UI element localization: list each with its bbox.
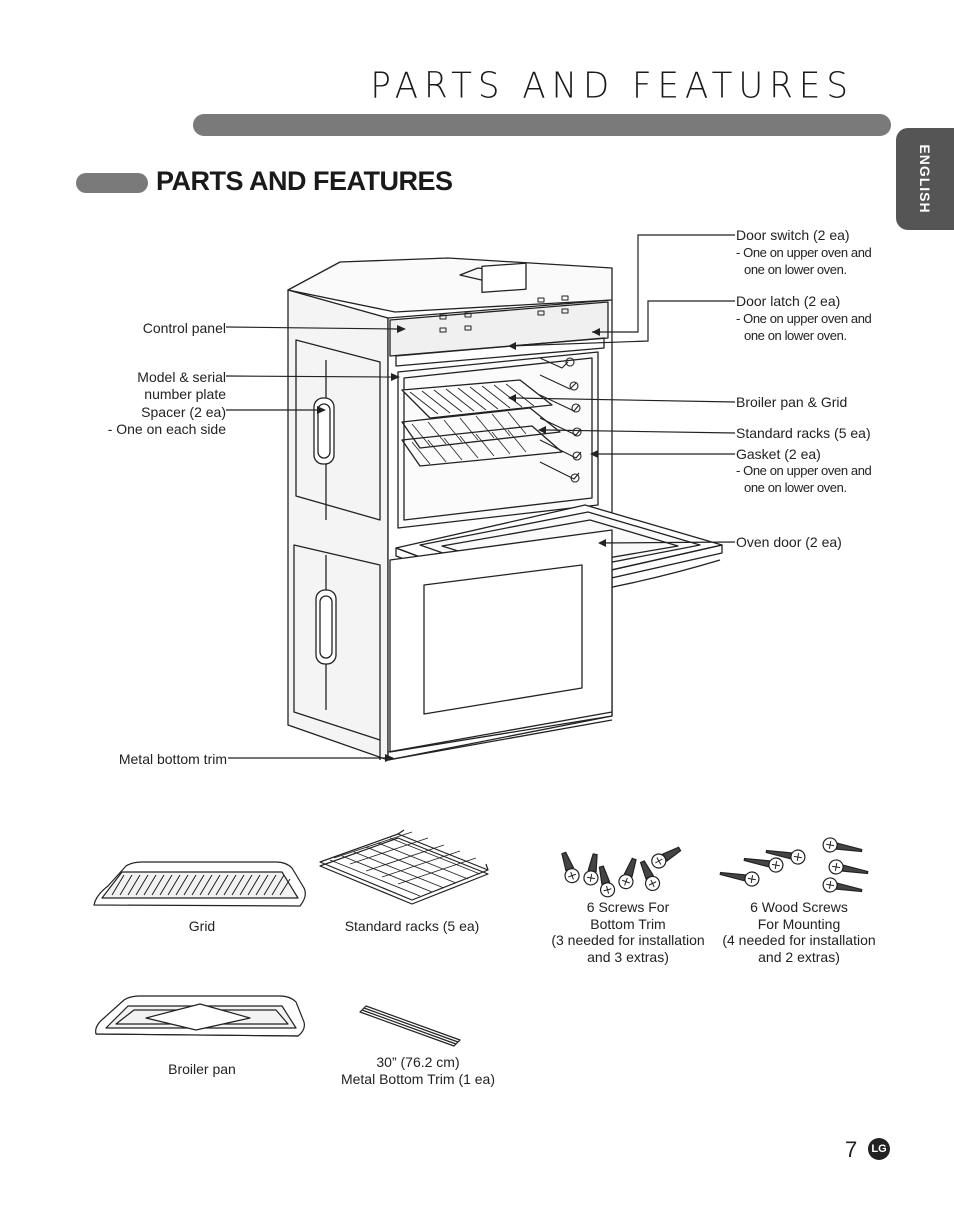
label-oven-door: Oven door (2 ea) xyxy=(736,534,842,550)
label-model-plate-2: number plate xyxy=(144,386,226,402)
wood-screws-illustration xyxy=(719,837,869,893)
header-bar xyxy=(193,114,891,136)
caption-screws-line-3: (3 needed for installation xyxy=(551,932,705,948)
bottom-trim-illustration xyxy=(359,1005,461,1047)
note-spacer: - One on each side xyxy=(107,421,226,437)
caption-standard-racks: Standard racks (5 ea) xyxy=(344,918,480,934)
bottom-trim-screws-illustration xyxy=(561,846,682,898)
note-gasket-2: one on lower oven. xyxy=(744,480,847,495)
note-door-switch-1: - One on upper oven and xyxy=(736,245,872,260)
caption-wood-line-4: and 2 extras) xyxy=(758,948,840,965)
note-door-switch-2: one on lower oven. xyxy=(744,262,847,277)
label-door-switch: Door switch (2 ea) xyxy=(736,227,850,243)
caption-grid: Grid xyxy=(188,918,216,934)
label-gasket: Gasket (2 ea) xyxy=(736,446,821,462)
grid-illustration xyxy=(93,861,306,907)
broiler-pan-illustration xyxy=(95,995,305,1037)
caption-wood-screws: 6 Wood Screws For Mounting (4 needed for… xyxy=(714,899,884,965)
caption-broiler-pan: Broiler pan xyxy=(168,1061,236,1077)
label-model-plate-1: Model & serial xyxy=(137,369,226,385)
label-broiler-pan-grid: Broiler pan & Grid xyxy=(736,394,848,410)
caption-wood-line-1: 6 Wood Screws xyxy=(750,899,848,915)
caption-wood-line-2: For Mounting xyxy=(757,915,841,932)
caption-trim-line-2: Metal Bottom Trim (1 ea) xyxy=(340,1070,496,1087)
section-pill xyxy=(76,173,148,193)
lg-logo-icon: LG xyxy=(868,1138,890,1160)
note-door-latch-1: - One on upper oven and xyxy=(736,311,872,326)
caption-trim-line-1: 30” (76.2 cm) xyxy=(376,1054,460,1070)
label-metal-bottom-trim: Metal bottom trim xyxy=(118,751,227,767)
note-door-latch-2: one on lower oven. xyxy=(744,328,847,343)
caption-screws: 6 Screws For Bottom Trim (3 needed for i… xyxy=(543,899,713,965)
standard-rack-illustration xyxy=(319,829,489,905)
caption-screws-line-4: and 3 extras) xyxy=(587,948,669,965)
page-number: 7 xyxy=(845,1137,858,1162)
section-title: PARTS AND FEATURES xyxy=(156,166,453,196)
label-spacer: Spacer (2 ea) xyxy=(141,404,226,420)
note-gasket-1: - One on upper oven and xyxy=(736,463,872,478)
page-header-title: PARTS AND FEATURES xyxy=(370,65,854,107)
language-tab[interactable]: ENGLISH xyxy=(896,128,954,230)
caption-bottom-trim: 30” (76.2 cm) Metal Bottom Trim (1 ea) xyxy=(318,1054,518,1087)
caption-screws-line-2: Bottom Trim xyxy=(590,915,666,932)
label-standard-racks: Standard racks (5 ea) xyxy=(736,425,871,441)
label-door-latch: Door latch (2 ea) xyxy=(736,293,841,309)
label-control-panel: Control panel xyxy=(142,320,226,336)
caption-wood-line-3: (4 needed for installation xyxy=(722,932,876,948)
caption-screws-line-1: 6 Screws For xyxy=(586,899,670,915)
